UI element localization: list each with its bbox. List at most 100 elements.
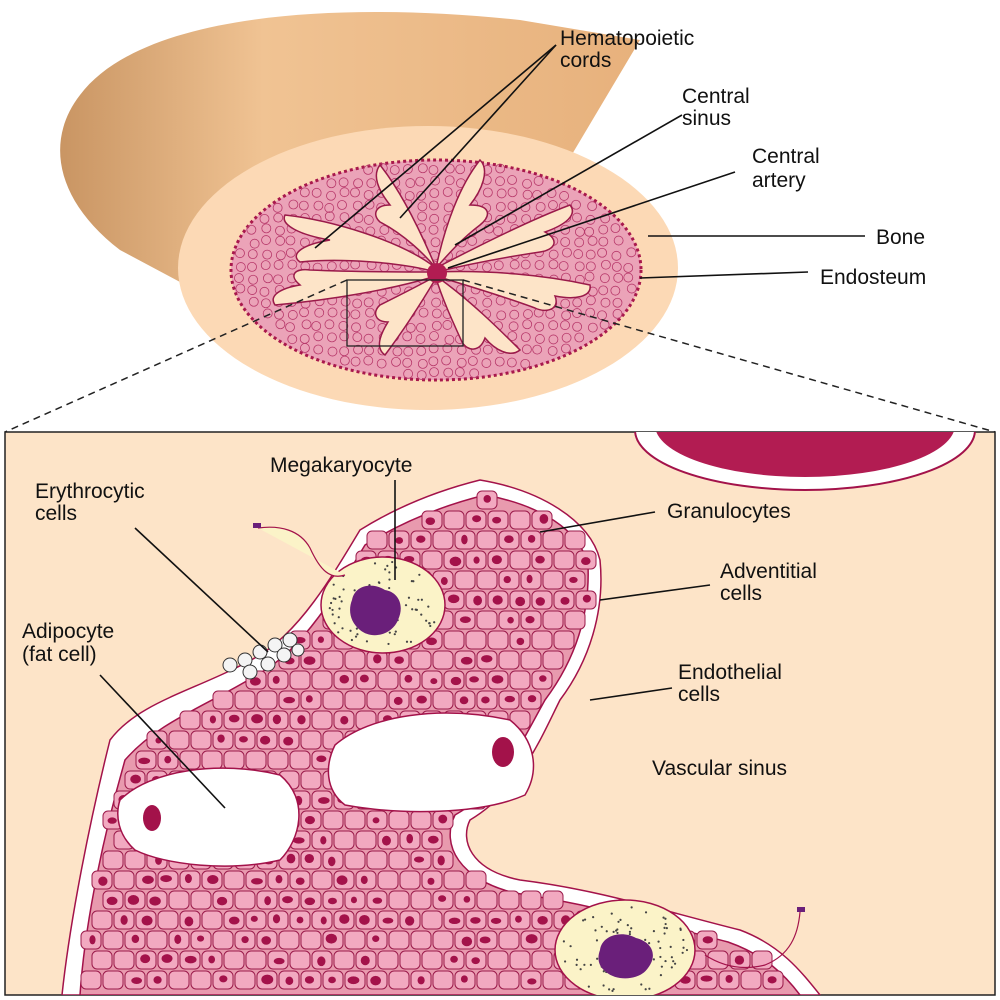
- cell-nucleus: [490, 917, 502, 924]
- cell-nucleus: [174, 934, 182, 945]
- marrow-cell: [289, 750, 311, 770]
- marrow-cell: [388, 810, 410, 830]
- top-marrow-cell: [299, 307, 309, 318]
- cell-nucleus: [515, 915, 522, 923]
- granule: [617, 920, 620, 923]
- zoom-box: [346, 279, 464, 347]
- cell-nucleus: [504, 695, 515, 703]
- granule: [350, 638, 353, 642]
- cell-nucleus: [382, 917, 394, 924]
- granule: [657, 940, 660, 943]
- label-adipocyte-line2: (fat cell): [22, 643, 97, 666]
- magnified-panel: [4, 431, 996, 996]
- top-marrow-cell: [610, 223, 621, 234]
- marrow-cell: [366, 850, 388, 870]
- top-marrow-cell: [548, 249, 559, 260]
- cell-nucleus: [359, 914, 370, 925]
- granule: [630, 927, 633, 930]
- top-marrow-cell: [535, 201, 546, 212]
- cell-nucleus: [450, 676, 462, 686]
- granule: [340, 600, 343, 603]
- granule: [602, 984, 605, 987]
- top-marrow-cell: [275, 235, 286, 246]
- marrow-cell: [190, 970, 212, 990]
- cell-nucleus: [404, 674, 413, 683]
- top-marrow-cell: [585, 307, 596, 318]
- cell-nucleus: [339, 674, 350, 684]
- cell-nucleus: [459, 696, 469, 705]
- top-marrow-cell: [522, 344, 532, 355]
- cell-nucleus: [275, 874, 283, 884]
- marrow-cell: [245, 950, 267, 970]
- granule: [353, 589, 356, 592]
- top-marrow-cell: [352, 298, 363, 309]
- granule: [648, 987, 651, 990]
- cell-nucleus: [463, 896, 471, 903]
- top-marrow-cell: [496, 188, 507, 199]
- top-marrow-cell: [366, 178, 377, 189]
- label-hematopoietic-line1: Hematopoietic: [560, 27, 694, 50]
- label-central-sinus-line2: sinus: [682, 107, 731, 130]
- top-marrow-cell: [313, 344, 324, 355]
- top-marrow-cell: [611, 250, 622, 261]
- marrow-cell: [311, 710, 333, 730]
- cell-nucleus: [370, 975, 381, 986]
- marrow-cell: [344, 850, 366, 870]
- top-marrow-cell: [405, 322, 416, 333]
- granule: [628, 930, 632, 933]
- cell-nucleus: [405, 916, 415, 926]
- top-marrow-cell: [337, 200, 347, 210]
- cell-nucleus: [239, 736, 248, 743]
- granule: [616, 928, 619, 931]
- marrow-cell: [553, 630, 575, 650]
- top-marrow-cell: [506, 357, 517, 368]
- erythrocytic-cluster: [222, 632, 305, 680]
- top-marrow-cell: [273, 274, 283, 285]
- top-marrow-cell: [428, 165, 439, 175]
- marrow-cell: [399, 870, 421, 890]
- cell-nucleus: [251, 714, 263, 724]
- label-hematopoietic-line2: cords: [560, 49, 611, 72]
- granule: [663, 932, 666, 935]
- cell-nucleus: [207, 875, 219, 885]
- granule: [332, 583, 335, 586]
- marrow-cell: [509, 670, 531, 690]
- top-marrow-cell: [534, 321, 545, 332]
- top-marrow-cell: [340, 296, 351, 307]
- marrow-cell: [168, 970, 190, 990]
- top-marrow-cell: [587, 235, 598, 246]
- top-marrow-cell: [599, 273, 610, 284]
- top-marrow-cell: [456, 357, 467, 368]
- top-marrow-cell: [298, 200, 309, 211]
- granule: [664, 917, 667, 920]
- top-marrow-cell: [338, 177, 349, 188]
- cell-nucleus: [295, 877, 305, 885]
- marrow-cell: [344, 650, 366, 670]
- top-marrow-cell: [418, 307, 429, 318]
- cell-nucleus: [184, 955, 197, 964]
- cell-nucleus: [426, 637, 437, 646]
- top-marrow-cell: [611, 261, 622, 272]
- granule: [673, 962, 677, 965]
- cell-nucleus: [131, 977, 142, 985]
- marrow-cell: [234, 690, 256, 710]
- cell-nucleus: [473, 595, 483, 606]
- granule: [659, 955, 662, 959]
- granule: [425, 619, 428, 622]
- top-marrow-cell: [339, 355, 350, 366]
- marrow-cell: [487, 950, 509, 970]
- granule: [429, 624, 432, 628]
- granule: [433, 621, 436, 624]
- marrow-cell: [146, 930, 168, 950]
- top-marrow-cell: [338, 321, 349, 331]
- granule: [337, 631, 340, 634]
- cell-nucleus: [700, 975, 713, 982]
- top-marrow-cell: [560, 320, 570, 331]
- granule: [563, 960, 567, 963]
- top-marrow-cell: [507, 187, 518, 198]
- cell-nucleus: [160, 875, 172, 883]
- marrow-cell: [564, 610, 586, 630]
- top-marrow-cell: [248, 274, 259, 285]
- cell-nucleus: [264, 896, 271, 906]
- cell-nucleus: [481, 696, 490, 704]
